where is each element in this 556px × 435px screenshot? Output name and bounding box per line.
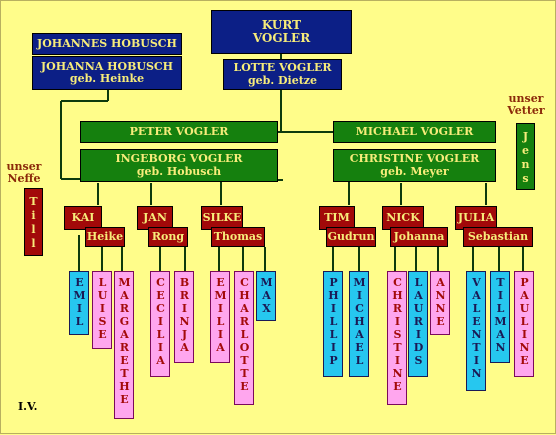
grandmother-hobusch-name: JOHANNA HOBUSCH (40, 59, 174, 73)
grandchild-name: BRINJA (178, 276, 191, 354)
child-kai-name: KAI (71, 210, 95, 224)
partner-thomas: Thomas (211, 227, 265, 247)
grandchild-pauline: PAULINE (514, 271, 534, 377)
child-julia-name: JULIA (457, 210, 495, 224)
grandmother-vogler: LOTTE VOGLER geb. Dietze (223, 59, 342, 90)
child-tim: TIM (319, 206, 355, 230)
partner-rong-name: Rong (151, 229, 185, 243)
partner-johanna: Johanna (390, 227, 448, 247)
vetter-box: Jens (516, 123, 535, 190)
grandchild-phillip: PHILLIP (323, 271, 343, 377)
grandchild-max: MAX (256, 271, 276, 321)
child-jan-name: JAN (143, 210, 167, 224)
grandmother-hobusch: JOHANNA HOBUSCH geb. Heinke (32, 56, 182, 90)
parent-ingeborg: INGEBORG VOGLER geb. Hobusch (80, 149, 278, 182)
grandchild-brinja: BRINJA (174, 271, 194, 363)
grandchild-cecilia: CECILIA (150, 271, 170, 377)
neffe-caption-line1: unser (6, 160, 42, 173)
grandchild-name: LAURIDS (412, 276, 425, 367)
partner-gudrun-name: Gudrun (327, 229, 375, 243)
grandchild-name: MARGARETHE (118, 276, 131, 406)
parent-christine: CHRISTINE VOGLER geb. Meyer (333, 149, 496, 182)
parent-peter: PETER VOGLER (80, 121, 278, 143)
partner-thomas-name: Thomas (213, 229, 263, 243)
neffe-name: Till (27, 195, 40, 251)
parent-christine-birthname: geb. Meyer (380, 164, 449, 178)
child-kai: KAI (64, 206, 102, 230)
grandchild-luise: LUISE (92, 271, 112, 349)
child-silke-name: SILKE (202, 210, 242, 224)
grandchild-name: TILMAN (494, 276, 507, 354)
vetter-caption-line1: unser (508, 92, 544, 105)
grandchild-emil: EMIL (69, 271, 89, 335)
partner-gudrun: Gudrun (326, 227, 376, 247)
grandchild-name: PHILLIP (327, 276, 340, 367)
grandmother-vogler-name: LOTTE VOGLER (233, 61, 332, 75)
grandfather-vogler: KURT VOGLER (211, 10, 352, 54)
grandchild-name: EMIL (73, 276, 86, 328)
child-julia: JULIA (455, 206, 497, 230)
child-tim-name: TIM (324, 210, 350, 224)
grandfather-hobusch: JOHANNES HOBUSCH (32, 33, 182, 55)
grandchild-name: CHRISTINE (391, 276, 404, 393)
neffe-caption-line2: Neffe (7, 172, 41, 185)
grandfather-vogler-first: KURT (261, 17, 302, 32)
partner-rong: Rong (148, 227, 188, 247)
vetter-name: Jens (519, 130, 532, 186)
grandchild-margarethe: MARGARETHE (114, 271, 134, 419)
grandchild-christine: CHRISTINE (387, 271, 407, 405)
partner-sebastian-name: Sebastian (467, 229, 529, 243)
grandmother-vogler-birthname: geb. Dietze (247, 73, 318, 87)
parent-peter-name: PETER VOGLER (129, 124, 229, 138)
parent-michael-name: MICHAEL VOGLER (355, 124, 474, 138)
parent-christine-name: CHRISTINE VOGLER (349, 152, 480, 166)
grandfather-vogler-last: VOGLER (252, 31, 311, 45)
signature: I.V. (18, 400, 38, 413)
parent-michael: MICHAEL VOGLER (333, 121, 496, 143)
grandfather-hobusch-name: JOHANNES HOBUSCH (37, 36, 177, 50)
grandchild-name: EMILIA (214, 276, 227, 354)
vetter-caption-line2: Vetter (507, 104, 545, 117)
grandchild-name: CECILIA (154, 276, 167, 367)
grandchild-name: MAX (260, 276, 273, 315)
grandchild-laurids: LAURIDS (408, 271, 428, 377)
grandchild-name: MICHAEL (353, 276, 366, 367)
grandchild-charlotte: CHARLOTTE (234, 271, 254, 405)
partner-heike: Heike (85, 227, 125, 247)
child-nick-name: NICK (386, 210, 420, 224)
grandchild-emilia: EMILIA (210, 271, 230, 363)
partner-johanna-name: Johanna (393, 229, 445, 243)
grandmother-hobusch-birthname: geb. Heinke (69, 72, 145, 85)
grandchild-name: LUISE (96, 276, 109, 341)
parent-ingeborg-birthname: geb. Hobusch (136, 164, 222, 178)
child-nick: NICK (382, 206, 424, 230)
grandchild-name: PAULINE (518, 276, 531, 367)
grandchild-name: CHARLOTTE (238, 276, 251, 393)
neffe-box: Till (24, 188, 43, 256)
grandchild-michael: MICHAEL (349, 271, 369, 377)
grandchild-name: VALENTIN (470, 276, 483, 380)
neffe-caption: unser Neffe (6, 161, 42, 185)
grandchild-valentin: VALENTIN (466, 271, 486, 391)
partner-sebastian: Sebastian (463, 227, 533, 247)
grandchild-anne: ANNE (430, 271, 450, 335)
parent-ingeborg-name: INGEBORG VOGLER (115, 152, 243, 166)
grandchild-name: ANNE (434, 276, 447, 328)
vetter-caption: unser Vetter (506, 93, 546, 117)
grandchild-tilman: TILMAN (490, 271, 510, 363)
partner-heike-name: Heike (86, 229, 124, 243)
